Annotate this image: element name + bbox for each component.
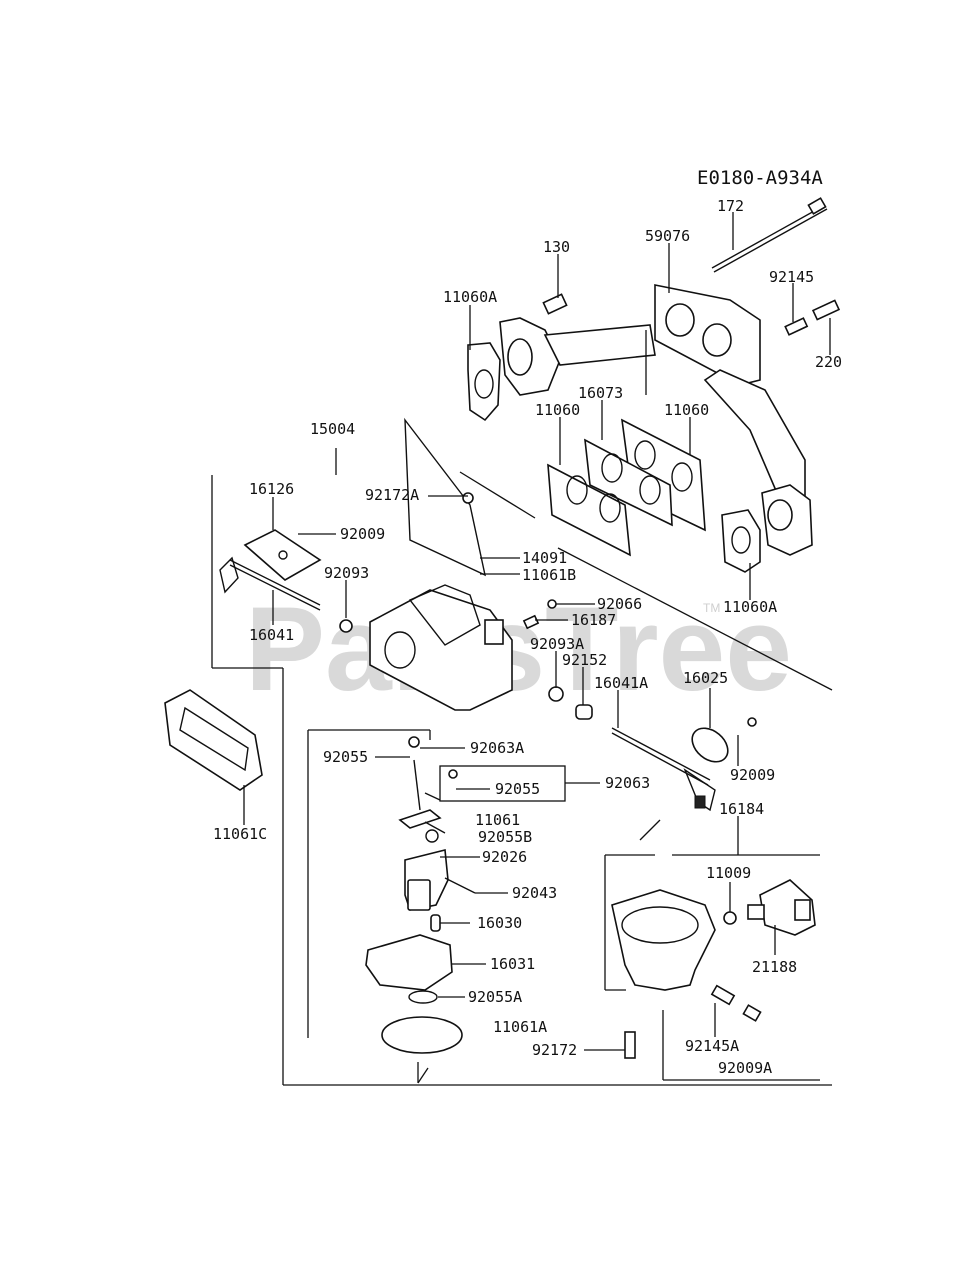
label-59076: 59076 [645,227,690,245]
label-92066: 92066 [597,595,642,613]
gasket-11061c [164,689,263,791]
float-bowl-assembly [611,879,816,1059]
label-92009-mid: 92009 [730,766,775,784]
diagram-code: E0180-A934A [697,167,823,189]
leader-lines [243,212,831,1051]
label-92145a: 92145A [685,1037,739,1055]
label-92172: 92172 [532,1041,577,1059]
label-11060a-top: 11060A [443,288,497,306]
watermark: PartsTree [245,582,792,716]
label-11060-right: 11060 [664,401,709,419]
frame-lines [211,448,833,1086]
bolts-top [542,293,841,336]
label-11060a-bottom: 11060A [723,598,777,616]
label-11061a: 11061A [493,1018,547,1036]
label-16041a: 16041A [594,674,648,692]
label-92043: 92043 [512,884,557,902]
label-92055-right: 92055 [495,780,540,798]
label-92172a: 92172A [365,486,419,504]
part-labels: 172 59076 130 92145 11060A 220 16073 110… [213,197,842,1077]
watermark-trademark: TM [703,601,720,615]
label-92093a: 92093A [530,635,584,653]
label-92152: 92152 [562,651,607,669]
choke-shaft-assembly [611,717,757,812]
label-15004: 15004 [310,420,355,438]
label-92055-left: 92055 [323,748,368,766]
label-11061c: 11061C [213,825,267,843]
label-16073: 16073 [578,384,623,402]
label-16041: 16041 [249,626,294,644]
label-14091: 14091 [522,549,567,567]
intake-manifold [499,284,813,556]
label-11061b: 11061B [522,566,576,584]
label-16030: 16030 [477,914,522,932]
label-16184: 16184 [719,800,764,818]
label-92055b: 92055B [478,828,532,846]
gasket-11060a-bottom [721,509,761,573]
label-16126: 16126 [249,480,294,498]
stud-172 [711,197,828,273]
label-172: 172 [717,197,744,215]
label-92055a: 92055A [468,988,522,1006]
small-parts-middle [522,599,593,720]
label-11061: 11061 [475,811,520,829]
label-16187: 16187 [571,611,616,629]
gasket-11060a-top [467,342,501,422]
gasket-stack [547,418,706,557]
label-16031: 16031 [490,955,535,973]
label-92063a: 92063A [470,739,524,757]
label-16025: 16025 [683,669,728,687]
label-92009-top: 92009 [340,525,385,543]
label-92145: 92145 [769,268,814,286]
label-130: 130 [543,238,570,256]
carburetor-body [369,417,513,711]
label-92026: 92026 [482,848,527,866]
label-220: 220 [815,353,842,371]
label-92009a: 92009A [718,1059,772,1077]
jet-assembly [365,736,476,1054]
label-11060-left: 11060 [535,401,580,419]
label-11009: 11009 [706,864,751,882]
label-92063: 92063 [605,774,650,792]
label-21188: 21188 [752,958,797,976]
throttle-shaft-assembly [219,529,353,633]
label-92093: 92093 [324,564,369,582]
